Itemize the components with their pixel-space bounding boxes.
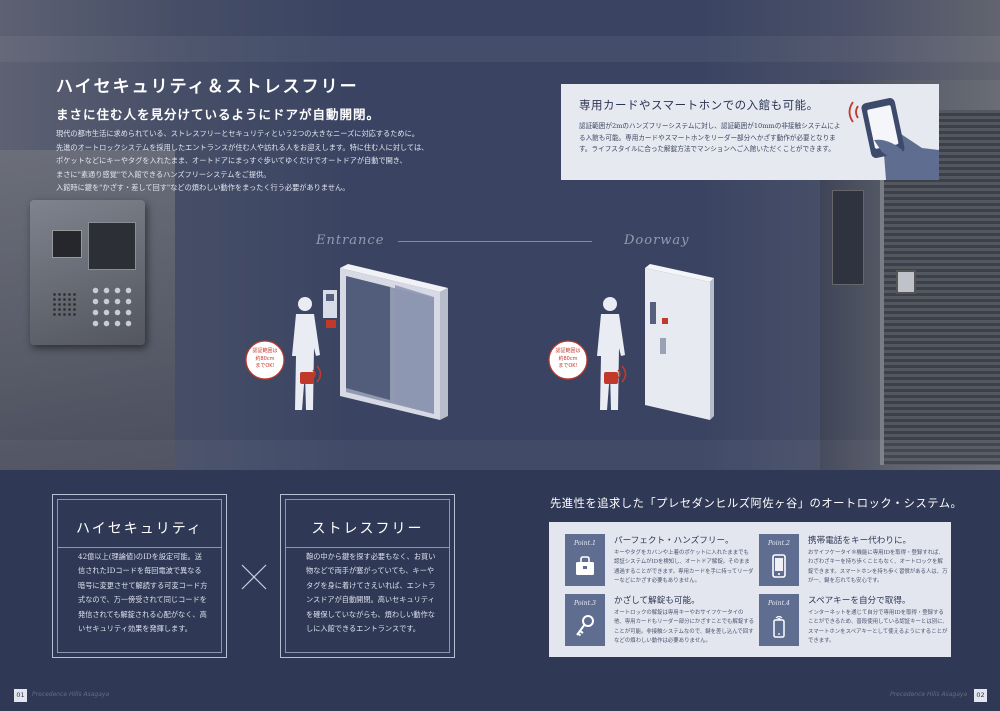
hero-body: 現代の都市生活に求められている、ストレスフリーとセキュリティという2つの大きなニ…: [56, 127, 456, 195]
card-body: 鞄の中から鍵を探す必要もなく、お買い物などで両手が塞がっていても、キーやタグを身…: [306, 552, 436, 634]
page-number-left: 01: [14, 689, 27, 702]
callout-body: 認証範囲が2mのハンズフリーシステムに対し、認証範囲が10mmの非接触システムに…: [579, 122, 841, 154]
point-body: オートロックの解錠は専用キーやおサイフケータイの他、専用カードもリーダー部分にか…: [614, 610, 754, 644]
signal-icon: [617, 365, 627, 383]
range-badge-entrance: [245, 340, 285, 380]
person-icon: [597, 297, 625, 410]
mobile-phone-icon: [772, 554, 786, 578]
point-label: Point.1: [574, 540, 596, 547]
card-title: ハイセキュリティ: [76, 521, 203, 537]
smartphone-hand-icon: [848, 98, 939, 180]
hero-bottom-band: [0, 440, 1000, 470]
hero-section: Entrance Doorway 認証範囲は 約80cm までOK! 認証範囲は…: [0, 0, 1000, 470]
intercom-display: [88, 222, 136, 270]
key-icon: [576, 615, 594, 637]
footer-text-right: Precedence Hills Asagaya: [890, 691, 968, 698]
speaker-icon: [52, 292, 76, 318]
range-badge-text-entrance: 認証範囲は 約80cm までOK!: [248, 348, 282, 371]
point-item: Point.1 パーフェクト・ハンズフリー。 キーやタグをカバンや上着のポケット…: [565, 534, 755, 592]
badge-line: 認証範囲は: [555, 348, 581, 354]
point-title: 携帯電話をキー代わりに。: [808, 536, 912, 546]
callout-title: 専用カードやスマートホンでの入館も可能。: [579, 98, 819, 112]
point-badge: Point.2: [759, 534, 799, 586]
point-label: Point.4: [768, 600, 790, 607]
card-frame: ハイセキュリティ 42億以上(理論値)のIDを設定可能。送信されたIDコードを毎…: [57, 499, 222, 653]
body-line: 先進のオートロックシステムを採用したエントランスが住む人や訪れる人をお迎えします…: [56, 142, 429, 152]
card-divider: [286, 547, 449, 548]
callout-box: 専用カードやスマートホンでの入館も可能。 認証範囲が2mのハンズフリーシステムに…: [561, 84, 939, 180]
badge-line: 約80cm: [255, 355, 275, 362]
entrance-illustration: [245, 264, 714, 420]
badge-line: までOK!: [558, 363, 578, 369]
high-security-card: ハイセキュリティ 42億以上(理論値)のIDを設定可能。送信されたIDコードを毎…: [52, 494, 227, 658]
page-subtitle: まさに住む人を見分けているようにドアが自動開閉。: [56, 107, 381, 122]
point-body: インターネットを通じて自分で専用IDを取得・登録することができるため、普段使用し…: [808, 610, 948, 644]
range-badge-text-doorway: 認証範囲は 約80cm までOK!: [551, 348, 585, 371]
point-item: Point.2 携帯電話をキー代わりに。 おサイフケータイ®機能に専用IDを取得…: [759, 534, 949, 592]
point-title: パーフェクト・ハンズフリー。: [614, 536, 734, 546]
card-body: 42億以上(理論値)のIDを設定可能。送信されたIDコードを毎回電波で異なる暗号…: [78, 552, 208, 634]
person-icon: [292, 297, 320, 410]
card-title: ストレスフリー: [311, 521, 424, 537]
point-badge: Point.4: [759, 594, 799, 646]
wall-pillar: [832, 190, 864, 285]
points-panel: Point.1 パーフェクト・ハンズフリー。 キーやタグをカバンや上着のポケット…: [549, 522, 951, 657]
card-frame: ストレスフリー 鞄の中から鍵を探す必要もなく、お買い物などで両手が塞がっていても…: [285, 499, 450, 653]
page-title: ハイセキュリティ＆ストレスフリー: [56, 77, 359, 97]
page-number-right: 02: [974, 689, 987, 702]
body-line: まさに"素通り感覚"で入館できるハンズフリーシステムをご提供。: [56, 169, 271, 179]
entrance-door-icon: [323, 264, 448, 420]
signal-icon: [312, 365, 322, 383]
point-title: スペアキーを自分で取得。: [808, 596, 911, 606]
keypad-icon: [90, 285, 134, 329]
point-badge: Point.3: [565, 594, 605, 646]
badge-line: までOK!: [255, 363, 275, 369]
entrance-label: Entrance: [316, 233, 385, 248]
stress-free-card: ストレスフリー 鞄の中から鍵を探す必要もなく、お買い物などで両手が塞がっていても…: [280, 494, 455, 658]
point-label: Point.2: [768, 540, 790, 547]
point-item: Point.4 スペアキーを自分で取得。 インターネットを通じて自分で専用IDを…: [759, 594, 949, 652]
section-title: 先進性を追求した「プレセダンヒルズ阿佐ヶ谷」のオートロック・システム。: [550, 497, 963, 510]
point-body: キーやタグをカバンや上着のポケットに入れたままでも認証システムがIDを検知し、オ…: [614, 550, 754, 584]
bag-icon: [576, 556, 594, 575]
point-label: Point.3: [574, 600, 596, 607]
doorway-label: Doorway: [624, 233, 690, 248]
badge-line: 約80cm: [558, 355, 578, 362]
point-item: Point.3 かざして解錠も可能。 オートロックの解錠は専用キーやおサイフケー…: [565, 594, 755, 652]
footer-text-left: Precedence Hills Asagaya: [32, 691, 110, 698]
door-plate: [896, 270, 916, 294]
smartphone-signal-icon: [773, 615, 785, 638]
body-line: ポケットなどにキーやタグを入れたまま、オートドアにまっすぐ歩いてゆくだけでオート…: [56, 156, 407, 166]
cross-icon: [241, 564, 267, 590]
badge-line: 認証範囲は: [252, 348, 278, 354]
range-badge-doorway: [548, 340, 588, 380]
intercom-screen: [52, 230, 82, 258]
point-title: かざして解錠も可能。: [614, 596, 700, 606]
intercom-panel: [30, 200, 145, 345]
card-divider: [58, 547, 221, 548]
point-badge: Point.1: [565, 534, 605, 586]
hero-top-band: [0, 36, 1000, 62]
body-line: 入館時に鍵を"かざす・差して回す"などの煩わしい動作をまったく行う必要がありませ…: [56, 183, 350, 193]
scene-divider: [398, 241, 592, 242]
point-body: おサイフケータイ®機能に専用IDを取得・登録すれば、わざわざキーを持ち歩くことも…: [808, 550, 948, 584]
body-line: 現代の都市生活に求められている、ストレスフリーとセキュリティという2つの大きなニ…: [56, 129, 419, 138]
doorway-door-icon: [645, 264, 714, 420]
